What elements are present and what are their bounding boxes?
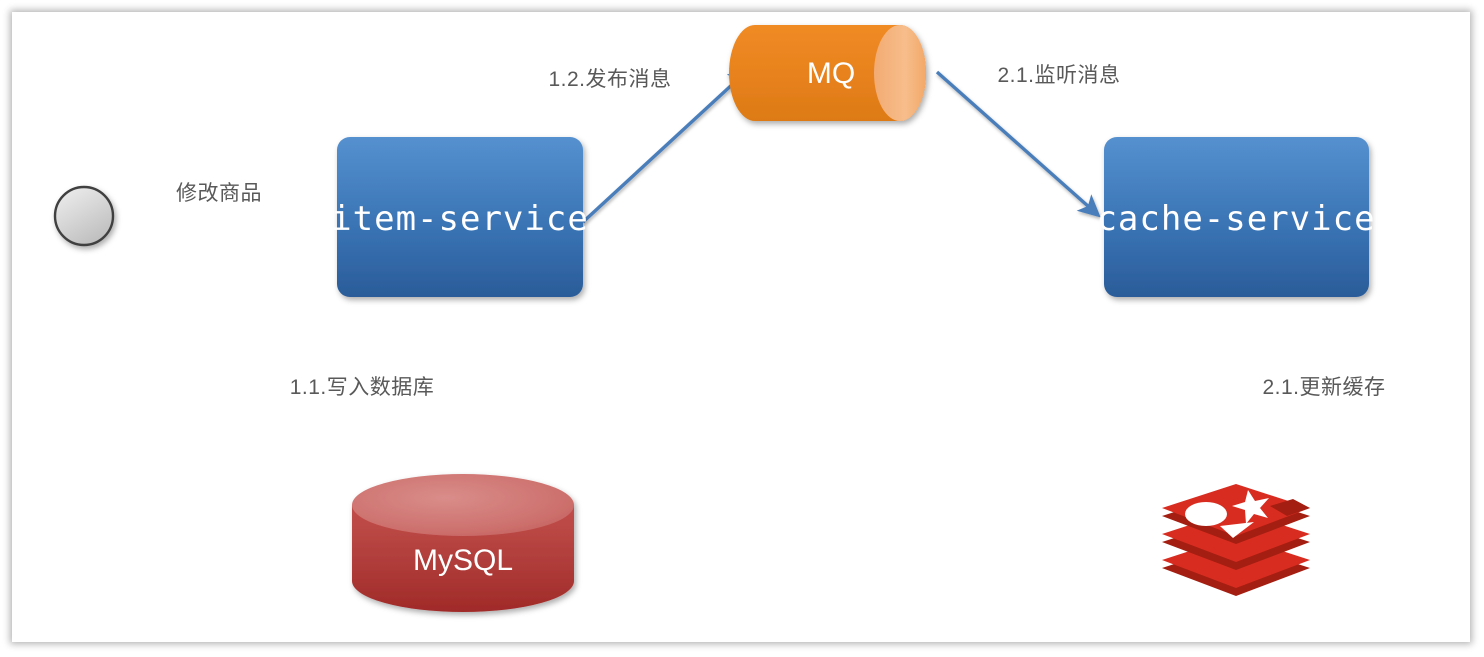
edge-mq-to-cache-service <box>935 70 1101 218</box>
node-cache-service[interactable]: cache-service <box>1096 137 1375 297</box>
edge-label-cache-to-redis: 2.1.更新缓存 <box>1262 376 1385 399</box>
mysql-cylinder-cap <box>352 474 574 536</box>
redis-layer-top-face <box>1162 484 1310 536</box>
actor-node[interactable] <box>53 185 115 247</box>
node-mq[interactable]: MQ <box>729 25 926 121</box>
edge-item-service-to-mq <box>581 67 751 224</box>
edge-label-mq-to-cache: 2.1.监听消息 <box>997 64 1120 87</box>
mq-cylinder-cap <box>874 25 926 121</box>
mq-cylinder-body[interactable] <box>729 25 926 121</box>
cache-service-label: cache-service <box>1096 199 1375 239</box>
item-service-box[interactable] <box>337 137 583 297</box>
edge-label-item-to-mysql: 1.1.写入数据库 <box>290 376 435 399</box>
edge-label-actor-to-item: 修改商品 <box>176 182 262 205</box>
mq-label: MQ <box>807 57 855 90</box>
redis-triangle-glyph <box>1220 522 1254 538</box>
mysql-label: MySQL <box>413 544 513 577</box>
edge-line <box>581 67 751 224</box>
redis-square-glyph <box>1270 499 1310 516</box>
node-redis[interactable] <box>1162 484 1310 596</box>
node-mysql[interactable]: MySQL <box>352 474 574 612</box>
edge-label-item-to-mq: 1.2.发布消息 <box>548 68 671 91</box>
edge-line <box>935 70 1101 218</box>
actor-circle[interactable] <box>53 185 115 247</box>
redis-ellipse-glyph <box>1185 502 1227 526</box>
node-item-service[interactable]: item-service <box>331 137 589 297</box>
cache-service-box[interactable] <box>1104 137 1369 297</box>
item-service-label: item-service <box>331 199 589 239</box>
redis-star-glyph <box>1232 490 1269 524</box>
